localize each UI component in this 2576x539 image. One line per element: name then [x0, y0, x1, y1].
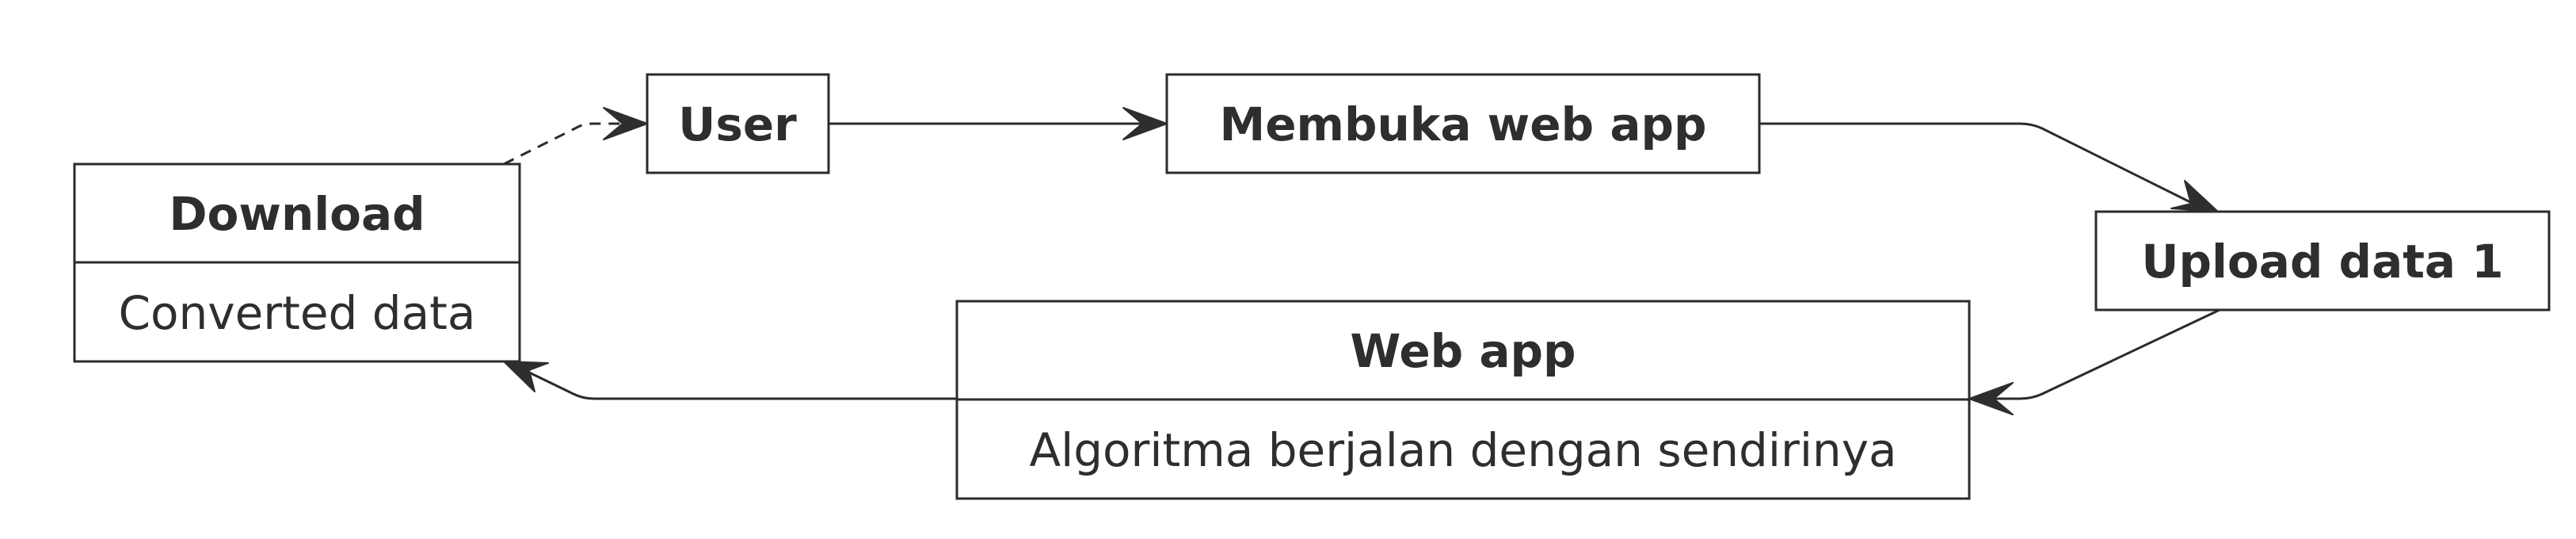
edge-user-to-membuka [829, 107, 1168, 140]
edge-web-app-to-download [503, 361, 957, 400]
edge-web-app-to-download-line [524, 369, 957, 400]
edge-download-to-user-arrowhead [603, 107, 648, 140]
edge-upload-to-web-app-arrowhead [1968, 382, 2014, 415]
edge-membuka-to-upload-arrowhead [2170, 180, 2219, 212]
node-user-title: User [678, 97, 797, 151]
node-web-app: Web app Algoritma berjalan dengan sendir… [955, 300, 1971, 500]
node-download-body: Converted data [119, 286, 476, 340]
edge-upload-to-web-app [1968, 308, 2220, 415]
node-download-title: Download [169, 187, 425, 241]
edge-download-to-user-line [503, 122, 626, 166]
edge-download-to-user [503, 107, 648, 166]
node-web-app-body: Algoritma berjalan dengan sendirinya [1029, 423, 1896, 477]
node-upload-data-box [2094, 210, 2551, 312]
node-membuka-web-app-box [1165, 73, 1761, 174]
node-membuka-web-app-title: Membuka web app [1219, 97, 1706, 151]
edge-membuka-to-upload-line [1759, 122, 2191, 204]
edge-membuka-to-upload [1759, 122, 2219, 212]
node-web-app-title: Web app [1350, 324, 1576, 378]
edge-web-app-to-download-arrowhead [503, 361, 549, 392]
node-upload-data-title: Upload data 1 [2141, 235, 2503, 289]
node-upload-data: Upload data 1 [2094, 210, 2551, 312]
edge-upload-to-web-app-line [1990, 308, 2220, 400]
edge-user-to-membuka-arrowhead [1122, 107, 1168, 140]
node-membuka-web-app: Membuka web app [1165, 73, 1761, 174]
node-user-box [646, 73, 830, 174]
node-download: Download Converted data [73, 162, 521, 363]
node-user: User [646, 73, 830, 174]
